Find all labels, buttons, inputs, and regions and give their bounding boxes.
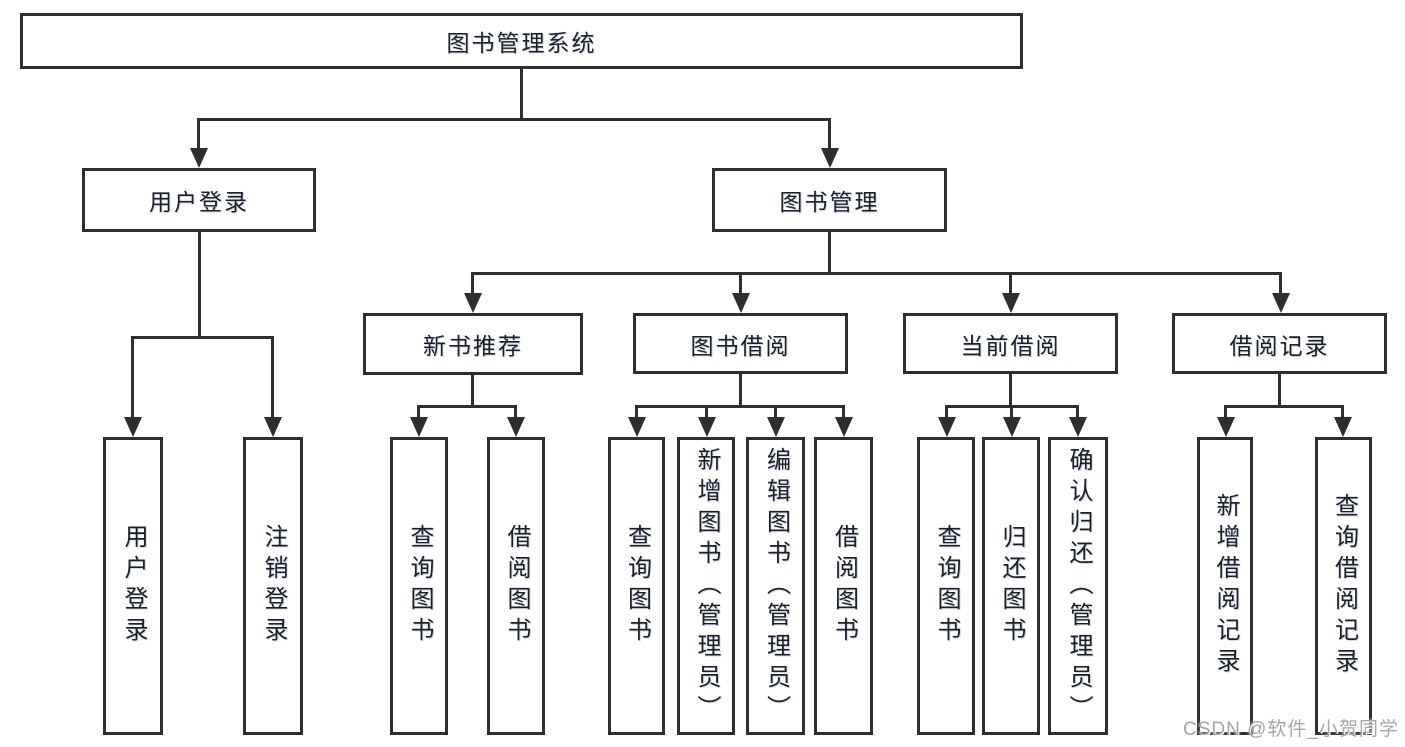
arrow-down-icon <box>1069 417 1087 437</box>
arrow-down-icon <box>1272 293 1290 313</box>
arrow-down-icon <box>264 417 282 437</box>
arrow-down-icon <box>410 417 428 437</box>
connector-line <box>1076 405 1079 417</box>
leaf-label: 新增借阅记录 <box>1212 493 1239 679</box>
arrow-down-icon <box>821 148 839 168</box>
connector-line <box>635 405 845 408</box>
leaf-borrow-books: 借阅图书 <box>487 437 545 735</box>
node-label: 图书管理 <box>779 189 880 215</box>
node-new-book-recommend: 新书推荐 <box>363 313 583 375</box>
connector-line <box>1341 405 1344 417</box>
arrow-down-icon <box>124 417 142 437</box>
leaf-label: 查询图书 <box>623 524 651 648</box>
connector-line <box>1279 272 1282 293</box>
arrow-down-icon <box>698 417 716 437</box>
connector-line <box>1224 405 1227 417</box>
node-label: 图书借阅 <box>690 332 791 359</box>
arrow-down-icon <box>1002 293 1020 313</box>
leaf-confirm-return-admin: 确认归还（管理员） <box>1048 437 1108 735</box>
connector-line <box>1278 374 1281 405</box>
arrow-down-icon <box>190 148 208 168</box>
connector-line <box>1010 405 1013 417</box>
node-root: 图书管理系统 <box>20 13 1023 69</box>
node-label: 借阅记录 <box>1229 332 1330 359</box>
leaf-label: 用户登录 <box>120 524 147 648</box>
leaf-return-books: 归还图书 <box>982 437 1040 735</box>
connector-line <box>417 405 420 417</box>
arrow-down-icon <box>1334 417 1352 437</box>
leaf-label: 确认归还（管理员） <box>1065 446 1092 726</box>
arrow-down-icon <box>507 417 525 437</box>
connector-line <box>197 118 200 148</box>
connector-line <box>1224 405 1344 408</box>
connector-line <box>705 405 708 417</box>
connector-line <box>945 405 948 417</box>
leaf-logout: 注销登录 <box>243 437 303 735</box>
connector-line <box>131 336 273 339</box>
connector-line <box>828 232 831 272</box>
connector-line <box>828 118 831 148</box>
arrow-down-icon <box>628 417 646 437</box>
connector-line <box>1009 374 1012 405</box>
connector-line <box>471 272 1281 275</box>
arrow-down-icon <box>938 417 956 437</box>
connector-line <box>198 232 201 336</box>
leaf-query-books: 查询图书 <box>608 437 665 735</box>
connector-line <box>471 272 474 293</box>
leaf-label: 查询借阅记录 <box>1330 493 1358 679</box>
node-book-management: 图书管理 <box>712 168 947 232</box>
connector-line <box>520 69 523 118</box>
leaf-label: 归还图书 <box>998 524 1025 648</box>
leaf-add-borrow-record: 新增借阅记录 <box>1197 437 1253 735</box>
arrow-down-icon <box>464 293 482 313</box>
connector-line <box>739 374 742 405</box>
arrow-down-icon <box>1003 417 1021 437</box>
leaf-label: 编辑图书（管理员） <box>762 446 790 726</box>
connector-line <box>417 405 517 408</box>
leaf-add-books-admin: 新增图书（管理员） <box>677 437 735 735</box>
leaf-label: 新增图书（管理员） <box>693 446 720 726</box>
leaf-borrow-books: 借阅图书 <box>814 437 873 735</box>
leaf-query-borrow-record: 查询借阅记录 <box>1315 437 1372 735</box>
csdn-watermark: CSDN @软件_小贺同学 <box>1183 719 1399 740</box>
connector-line <box>514 405 517 417</box>
arrow-down-icon <box>835 417 853 437</box>
node-label: 当前借阅 <box>960 332 1061 359</box>
leaf-query-books: 查询图书 <box>390 437 448 735</box>
connector-line <box>1009 272 1012 293</box>
arrow-down-icon <box>767 417 785 437</box>
leaf-label: 查询图书 <box>933 524 960 648</box>
node-label: 新书推荐 <box>423 333 523 359</box>
connector-line <box>774 405 777 417</box>
arrow-down-icon <box>1217 417 1235 437</box>
leaf-label: 注销登录 <box>260 524 287 648</box>
connector-line <box>197 118 831 121</box>
leaf-label: 查询图书 <box>406 524 433 648</box>
node-user-login: 用户登录 <box>82 168 316 232</box>
node-borrow-record: 借阅记录 <box>1172 313 1387 374</box>
node-label: 用户登录 <box>149 189 249 215</box>
leaf-label: 借阅图书 <box>503 524 530 648</box>
connector-line <box>842 405 845 417</box>
leaf-user-login: 用户登录 <box>103 437 163 735</box>
connector-line <box>471 375 474 405</box>
leaf-label: 借阅图书 <box>830 524 858 648</box>
connector-line <box>635 405 638 417</box>
arrow-down-icon <box>732 293 750 313</box>
connector-line <box>739 272 742 293</box>
node-book-borrow: 图书借阅 <box>633 313 848 374</box>
leaf-query-books: 查询图书 <box>917 437 975 735</box>
node-current-borrow: 当前借阅 <box>903 313 1118 374</box>
connector-line <box>271 336 274 417</box>
connector-line <box>131 336 134 417</box>
leaf-edit-books-admin: 编辑图书（管理员） <box>746 437 805 735</box>
node-root-label: 图书管理系统 <box>446 30 597 56</box>
